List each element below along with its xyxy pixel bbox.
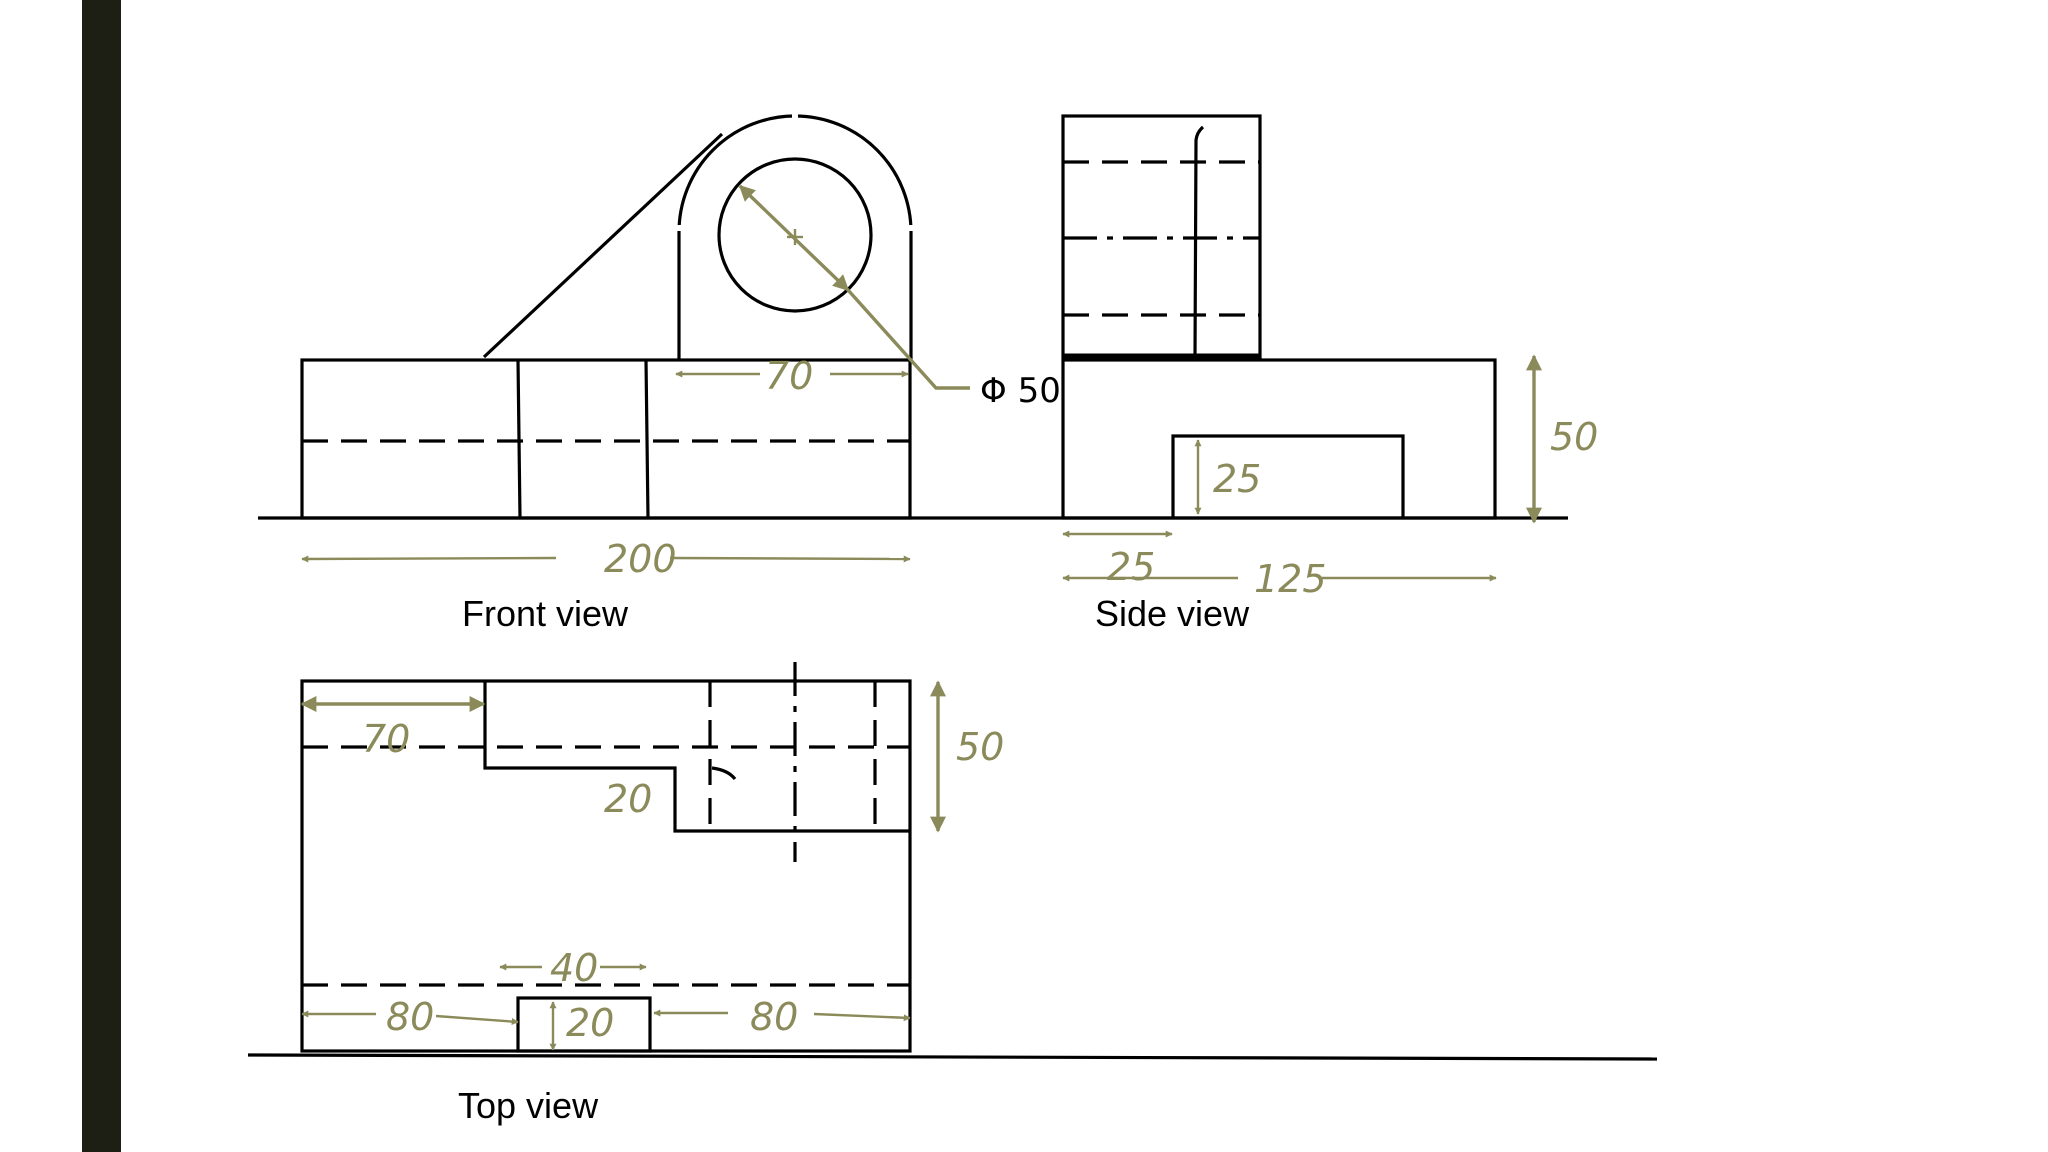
front-width-dim-arrow-right (669, 555, 911, 563)
front-base-divider-left (516, 359, 522, 519)
top-ground-line (247, 1053, 1658, 1061)
top-step-outline (483, 681, 910, 833)
top-step-width-dim-label: 70 (362, 717, 410, 761)
top-depth-dim-label: 50 (956, 725, 1004, 769)
top-left-offset-dim-arrow-right (435, 1014, 519, 1026)
front-hole-circle (717, 157, 873, 313)
top-step-fillet (711, 766, 737, 781)
top-view: 70 50 20 40 80 20 80 Top view (247, 662, 1658, 1126)
front-width-dim-arrow-left (301, 555, 557, 563)
side-slot-outline (1171, 434, 1405, 518)
front-view-label: Front view (462, 593, 629, 634)
side-width-dim-label: 125 (1254, 557, 1327, 601)
top-slot-height-dim-label: 20 (566, 1001, 614, 1045)
front-base-divider-right (644, 359, 650, 519)
front-rib-line (482, 132, 724, 359)
front-view: Φ 50 70 200 Front view (258, 112, 1568, 634)
top-view-label: Top view (458, 1085, 599, 1126)
sidebar-accent-bar (82, 0, 121, 1152)
hole-diameter-leader (846, 288, 970, 390)
side-view: 50 25 25 125 Side view (1061, 114, 1598, 634)
top-right-offset-dim-label: 80 (750, 995, 798, 1039)
top-slot-width-dim-label: 40 (550, 946, 598, 990)
top-left-offset-dim-label: 80 (386, 995, 434, 1039)
side-slot-height-dim-label: 25 (1213, 457, 1261, 501)
hole-diameter-arrow (738, 184, 850, 292)
top-right-offset-dim-arrow-right (813, 1012, 911, 1022)
side-base-outline (1061, 358, 1497, 520)
side-offset-dim-label: 25 (1107, 545, 1155, 589)
front-width-dim-label: 200 (604, 537, 677, 581)
hole-diameter-label: Φ 50 (980, 371, 1061, 411)
front-slot-dim-label: 70 (765, 354, 813, 398)
side-rib-edge (1193, 125, 1205, 358)
side-view-label: Side view (1095, 593, 1250, 634)
side-height-dim-label: 50 (1550, 415, 1598, 459)
top-notch-depth-dim-label: 20 (604, 777, 652, 821)
front-base-outline (300, 358, 912, 520)
